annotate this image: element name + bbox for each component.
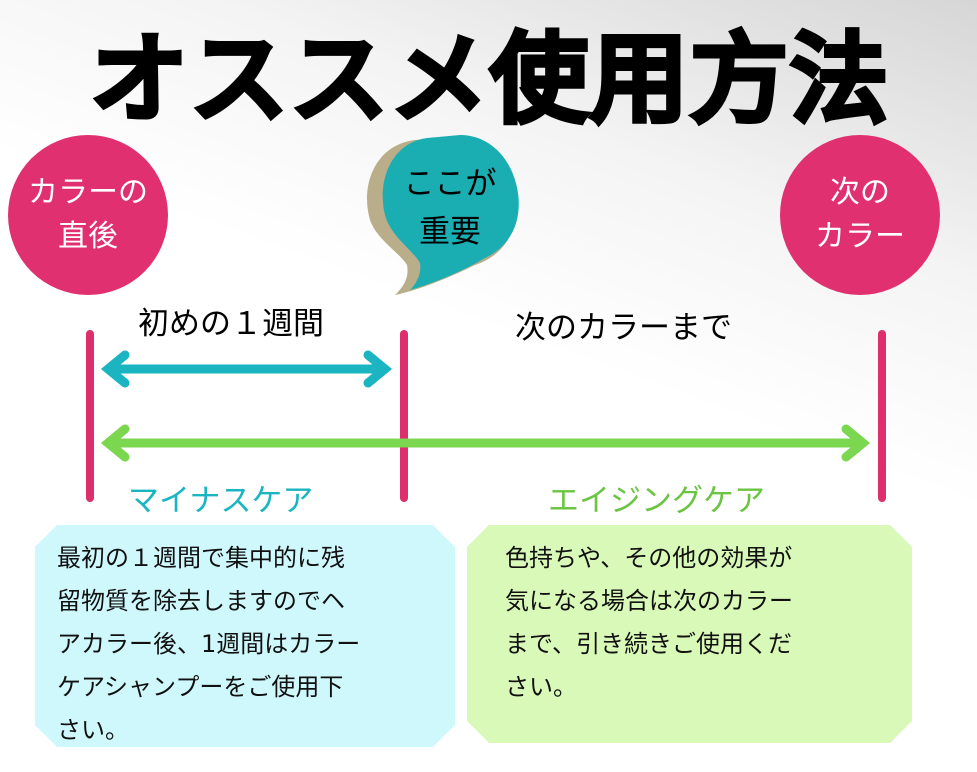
minus-line: ケアシャンプーをご使用下 — [57, 673, 344, 701]
until-next-arrow — [100, 424, 871, 462]
minus-care-description: 最初の１週間で集中的に残 留物質を除去しますのでヘ アカラー後、1週間はカラー … — [35, 525, 455, 747]
until-next-label: 次のカラーまで — [515, 310, 732, 346]
aging-line: さい。 — [505, 673, 577, 701]
start-circle-line2: 直後 — [58, 219, 118, 254]
speech-bubble-icon — [367, 135, 519, 295]
start-circle: カラーの 直後 — [8, 135, 168, 295]
start-circle-line1: カラーの — [28, 175, 148, 210]
first-week-arrow — [100, 350, 393, 388]
page-title: オススメ使用方法 — [88, 21, 891, 139]
aging-line: 色持ちや、その他の効果が — [505, 544, 793, 572]
minus-line: 最初の１週間で集中的に残 — [57, 544, 345, 572]
first-week-label: 初めの１週間 — [138, 306, 324, 342]
end-circle: 次の カラー — [780, 135, 940, 295]
minus-care-label: マイナスケア — [128, 483, 314, 519]
end-circle-line1: 次の — [830, 175, 890, 210]
aging-care-description: 色持ちや、その他の効果が 気になる場合は次のカラー まで、引き続きご使用くだ さ… — [467, 525, 912, 743]
aging-line: 気になる場合は次のカラー — [505, 587, 793, 615]
bubble-text: ここが 重要 — [390, 160, 510, 256]
minus-line: 留物質を除去しますのでヘ — [57, 587, 345, 615]
end-circle-line2: カラー — [815, 219, 905, 254]
start-marker-line — [86, 330, 94, 502]
week-marker-line — [400, 330, 408, 502]
minus-line: アカラー後、1週間はカラー — [57, 630, 361, 658]
bubble-line2: 重要 — [419, 214, 481, 250]
bubble-line1: ここが — [403, 166, 497, 202]
end-marker-line — [878, 330, 886, 502]
aging-line: まで、引き続きご使用くだ — [505, 630, 793, 658]
aging-care-label: エイジングケア — [548, 483, 765, 519]
minus-line: さい。 — [57, 716, 129, 744]
